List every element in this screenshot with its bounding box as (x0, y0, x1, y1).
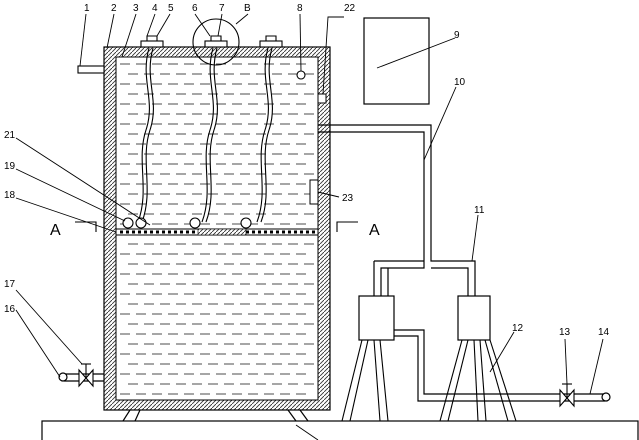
label-12: 12 (512, 323, 524, 334)
overflow-pipe (77, 65, 105, 74)
label-22: 22 (344, 3, 356, 14)
label-23: 23 (342, 193, 354, 204)
outlet-pipe (318, 124, 476, 296)
plate-hole (168, 230, 171, 234)
label-21: 21 (4, 130, 16, 141)
float-balls (122, 70, 306, 229)
plate-hole (180, 230, 183, 234)
part-labels: 1 2 3 4 5 6 7 B 8 22 9 10 21 19 18 23 11… (4, 3, 610, 338)
plate-hole (252, 230, 255, 234)
label-18: 18 (4, 190, 16, 201)
plate-hole (270, 230, 273, 234)
plate-hole (306, 230, 309, 234)
plate-hole (192, 230, 195, 234)
control-box (363, 17, 430, 105)
plate-hole (174, 230, 177, 234)
plate-hole (138, 230, 141, 234)
sensor-22 (317, 93, 327, 104)
label-2: 2 (111, 3, 117, 14)
plate-hole (150, 230, 153, 234)
label-19: 19 (4, 161, 16, 172)
label-14: 14 (598, 327, 610, 338)
leader-lines (15, 13, 604, 440)
label-11: 11 (474, 205, 485, 216)
divider-plate (115, 228, 319, 236)
section-a-right: A (369, 222, 380, 239)
plate-hole (264, 230, 267, 234)
plate-hole (282, 230, 285, 234)
pump-legs (341, 339, 517, 422)
detail-circle-b (192, 18, 240, 66)
label-8: 8 (297, 3, 303, 14)
label-10: 10 (454, 77, 466, 88)
label-7: 7 (219, 3, 225, 14)
label-b: B (244, 3, 251, 14)
tank-legs (122, 409, 309, 422)
label-4: 4 (152, 3, 158, 14)
label-13: 13 (559, 327, 571, 338)
label-6: 6 (192, 3, 198, 14)
ground-platform (41, 420, 639, 440)
label-1: 1 (84, 3, 90, 14)
section-a-left: A (50, 222, 61, 239)
plate-hole (162, 230, 165, 234)
return-pipe (394, 329, 611, 402)
plate-hole (288, 230, 291, 234)
plate-hole (120, 230, 123, 234)
plate-hole (156, 230, 159, 234)
pump-units (358, 295, 491, 341)
plate-hole (186, 230, 189, 234)
label-17: 17 (4, 279, 16, 290)
valve-13 (559, 383, 575, 408)
label-3: 3 (133, 3, 139, 14)
plate-hole (276, 230, 279, 234)
plate-hole (144, 230, 147, 234)
drain-pipe (58, 372, 104, 382)
section-markers (75, 221, 358, 232)
label-9: 9 (454, 30, 460, 41)
sensor-23 (309, 179, 319, 205)
label-16: 16 (4, 304, 16, 315)
plate-hole (246, 230, 249, 234)
plate-hole (126, 230, 129, 234)
plate-hole (258, 230, 261, 234)
valve-17 (78, 363, 94, 388)
plate-hole (300, 230, 303, 234)
top-connectors (140, 35, 283, 48)
wavy-hoses (137, 47, 273, 223)
plate-hole (294, 230, 297, 234)
plate-hole (312, 230, 315, 234)
plate-hole (132, 230, 135, 234)
label-5: 5 (168, 3, 174, 14)
